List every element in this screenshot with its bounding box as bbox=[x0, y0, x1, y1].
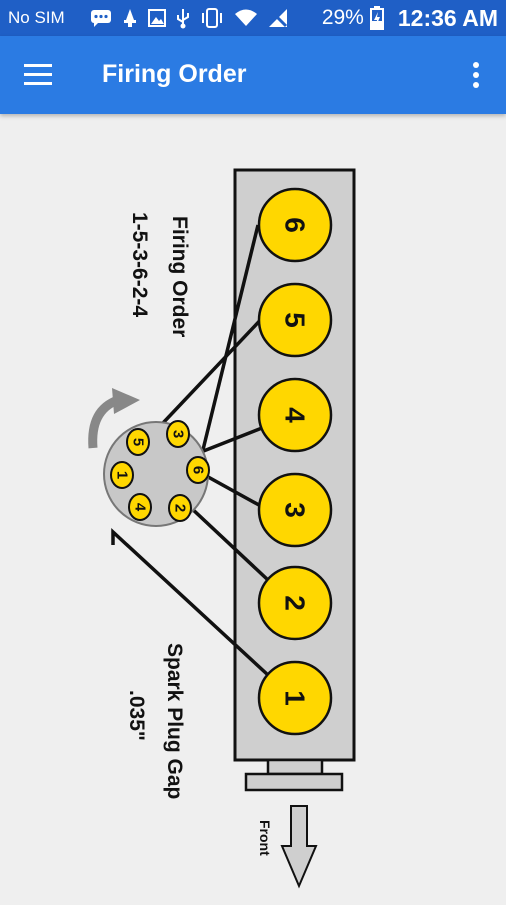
image-icon bbox=[148, 9, 166, 27]
spark-plug-gap-label: Spark Plug Gap bbox=[163, 643, 186, 799]
spark-plug-wires bbox=[111, 224, 270, 677]
wifi-icon bbox=[235, 9, 257, 26]
svg-text:5: 5 bbox=[280, 312, 311, 328]
hamburger-menu-icon[interactable] bbox=[24, 61, 54, 89]
distributor-terminal-2: 2 bbox=[168, 494, 192, 522]
battery-charging-icon bbox=[369, 6, 384, 30]
wire-cyl-5 bbox=[143, 310, 270, 444]
clock: 12:36 AM bbox=[397, 4, 498, 31]
cylinder-4: 4 bbox=[257, 377, 333, 453]
chat-icon bbox=[91, 10, 111, 27]
distributor-terminal-3: 3 bbox=[166, 420, 190, 448]
wire-cyl-2 bbox=[187, 504, 270, 582]
diagram-area: Front 6 5 4 3 bbox=[0, 114, 506, 900]
cylinder-1: 1 bbox=[257, 660, 333, 736]
wire-cyl-1 bbox=[111, 528, 270, 677]
distributor-cap: 3 5 6 1 2 4 bbox=[103, 420, 210, 527]
firing-order-label: Firing Order bbox=[168, 216, 191, 337]
no-signal-icon bbox=[268, 8, 288, 28]
svg-text:2: 2 bbox=[172, 504, 189, 512]
svg-text:6: 6 bbox=[280, 217, 311, 233]
firing-order-value: 1-5-3-6-2-4 bbox=[128, 212, 151, 317]
cylinder-3: 3 bbox=[257, 472, 333, 548]
svg-text:1: 1 bbox=[280, 690, 311, 706]
cylinder-5: 5 bbox=[257, 282, 333, 358]
spark-plug-gap-value: .035" bbox=[125, 690, 148, 741]
cylinder-bank: 6 5 4 3 2 1 bbox=[257, 187, 333, 736]
svg-text:6: 6 bbox=[190, 466, 207, 474]
front-arrow-icon bbox=[280, 805, 318, 889]
distributor-terminal-5: 5 bbox=[126, 428, 150, 456]
vibrate-icon bbox=[202, 8, 222, 28]
front-label: Front bbox=[257, 820, 273, 856]
rotation-arrow-icon bbox=[112, 388, 140, 414]
svg-text:4: 4 bbox=[132, 503, 149, 512]
cylinder-2: 2 bbox=[257, 565, 333, 641]
notification-icon bbox=[124, 9, 136, 27]
usb-icon bbox=[177, 9, 189, 29]
carrier-label: No SIM bbox=[8, 8, 65, 27]
svg-text:3: 3 bbox=[280, 502, 311, 518]
distributor-terminal-4: 4 bbox=[128, 493, 152, 521]
status-bar: No SIM 29% 12:36 AM bbox=[0, 0, 506, 36]
cylinder-6: 6 bbox=[257, 187, 333, 263]
page-title: Firing Order bbox=[102, 60, 247, 88]
firing-order-diagram: Front 6 5 4 3 bbox=[88, 168, 356, 889]
distributor-terminal-1: 1 bbox=[110, 461, 134, 489]
svg-text:2: 2 bbox=[280, 595, 311, 611]
distributor-terminal-6: 6 bbox=[186, 456, 210, 484]
more-vert-icon[interactable] bbox=[466, 58, 486, 92]
crank-pulley bbox=[244, 772, 344, 792]
wire-cyl-6 bbox=[198, 224, 260, 463]
crank-nose bbox=[266, 758, 324, 776]
svg-text:1: 1 bbox=[114, 471, 131, 479]
svg-text:5: 5 bbox=[130, 438, 147, 446]
svg-text:4: 4 bbox=[280, 407, 311, 423]
battery-percent: 29% bbox=[321, 6, 364, 29]
svg-text:3: 3 bbox=[170, 430, 187, 438]
app-bar: Firing Order bbox=[0, 36, 506, 114]
